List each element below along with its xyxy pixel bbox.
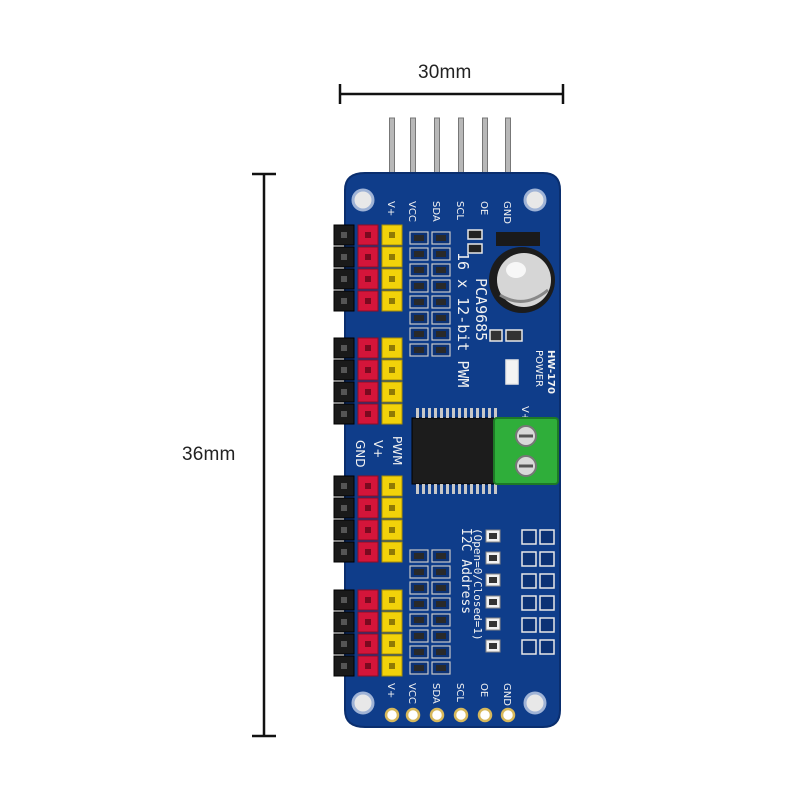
bottom-pin-labels: V+ VCC SDA SCL OE GND [385, 683, 512, 706]
address-jumper-0 [485, 529, 555, 545]
width-dimension-label: 30mm [418, 62, 472, 83]
resistor-pad [409, 231, 451, 245]
height-dimension-label: 36mm [182, 444, 236, 465]
screw-terminal [493, 417, 559, 485]
header-row-0-2 [333, 268, 403, 290]
chip-label-pwm: 16 x 12-bit PWM [454, 252, 472, 387]
vplus-terminal-label: V+ [519, 406, 530, 421]
resistor-pad [409, 311, 451, 325]
top-pin-label-4: OE [478, 201, 489, 215]
chip-label-model: PCA9685 [472, 278, 490, 341]
board-model-label: HW-170 [545, 350, 556, 394]
header-row-3-3 [333, 655, 403, 677]
pca9685-chip [411, 408, 499, 494]
width-dimension-line [338, 84, 565, 104]
header-row-1-0 [333, 337, 403, 359]
header-row-1-2 [333, 381, 403, 403]
side-label-vplus: V+ [371, 440, 385, 458]
electrolytic-capacitor [489, 232, 555, 313]
i2c-address-label: I2C Address [458, 528, 473, 614]
top-pin-label-1: VCC [406, 201, 417, 222]
resistor-pad [409, 263, 451, 277]
bottom-pin-hole-3 [453, 707, 469, 723]
resistor-pad [409, 581, 451, 595]
bottom-pin-label-1: VCC [406, 683, 417, 704]
header-row-0-3 [333, 290, 403, 312]
header-row-2-0 [333, 475, 403, 497]
bottom-pin-hole-1 [405, 707, 421, 723]
resistor-pad [409, 247, 451, 261]
resistor-pad [409, 597, 451, 611]
resistor-pad [409, 565, 451, 579]
bottom-pin-label-3: SCL [454, 683, 465, 702]
top-pin-label-5: GND [501, 201, 512, 224]
resistor-pad [409, 343, 451, 357]
top-pin-labels: V+ VCC SDA SCL OE GND [385, 201, 512, 224]
bottom-pin-hole-2 [429, 707, 445, 723]
bottom-pin-label-5: GND [501, 683, 512, 706]
height-dimension-line [252, 172, 276, 738]
resistor-pad [409, 279, 451, 293]
bottom-pin-label-4: OE [478, 683, 489, 697]
side-label-pwm: PWM [390, 436, 404, 465]
header-row-3-2 [333, 633, 403, 655]
address-jumper-2 [485, 573, 555, 589]
header-row-3-1 [333, 611, 403, 633]
header-row-2-1 [333, 497, 403, 519]
i2c-address-jumpers [485, 529, 555, 655]
header-row-3-0 [333, 589, 403, 611]
bottom-pin-holes [384, 707, 516, 723]
top-pin-label-2: SDA [430, 201, 441, 222]
mounting-holes [351, 188, 547, 715]
resistor-pad [409, 327, 451, 341]
resistor-arrays [409, 231, 451, 675]
resistor-pad [409, 629, 451, 643]
servo-header-blocks [333, 224, 403, 677]
bottom-pin-hole-5 [500, 707, 516, 723]
bottom-pin-label-0: V+ [385, 683, 396, 698]
resistor-pad [409, 613, 451, 627]
address-jumper-4 [485, 617, 555, 633]
address-jumper-5 [485, 639, 555, 655]
resistor-pad [409, 645, 451, 659]
address-jumper-3 [485, 595, 555, 611]
top-pin-label-0: V+ [385, 201, 396, 216]
resistor-pad [409, 295, 451, 309]
header-row-1-3 [333, 403, 403, 425]
header-row-0-1 [333, 246, 403, 268]
header-row-2-2 [333, 519, 403, 541]
header-row-2-3 [333, 541, 403, 563]
side-label-gnd: GND [353, 440, 367, 468]
header-row-1-1 [333, 359, 403, 381]
chip-labels: 16 x 12-bit PWM PCA9685 HW-170 POWER V+ … [454, 252, 556, 641]
i2c-address-sublabel: (Open=0/Closed=1) [471, 528, 484, 641]
top-pin-label-3: SCL [454, 201, 465, 220]
resistor-pad [409, 661, 451, 675]
header-row-0-0 [333, 224, 403, 246]
power-label: POWER [533, 350, 544, 387]
resistor-pad [409, 549, 451, 563]
address-jumper-1 [485, 551, 555, 567]
bottom-pin-label-2: SDA [430, 683, 441, 704]
bottom-pin-hole-4 [477, 707, 493, 723]
side-labels: GND V+ PWM [353, 436, 404, 468]
smd-components-top [467, 229, 523, 385]
bottom-pin-hole-0 [384, 707, 400, 723]
